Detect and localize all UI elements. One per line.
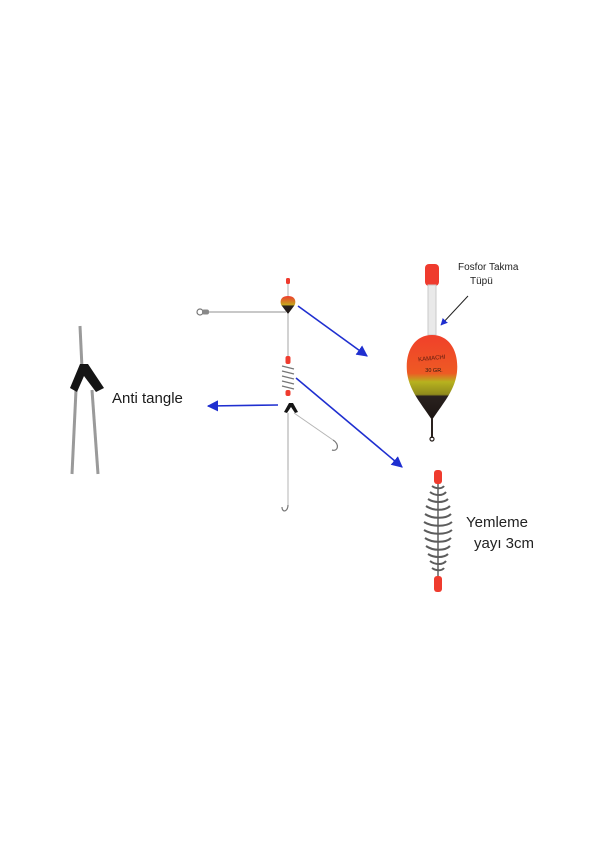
feeder-spring-label-line2: yayı 3cm: [474, 535, 535, 552]
swivel-icon: [196, 308, 209, 316]
anti-tangle-wire-top: [78, 325, 84, 369]
float-antenna: [427, 284, 437, 336]
spring-top-cap: [434, 470, 442, 484]
large-float: KAMACHI 30 GR.: [406, 264, 458, 442]
rig-float-tip: [286, 278, 290, 284]
feeder-spring: [423, 470, 453, 592]
spring-coil-icon: [423, 485, 453, 572]
rig-spring-cap-top: [285, 356, 291, 364]
rig-spring-coil: [281, 365, 295, 390]
rig-float-body: [280, 296, 296, 314]
anti-tangle-label: Anti tangle: [112, 390, 183, 407]
rig-hook-link: [293, 412, 334, 441]
arrow-to-spring: [295, 377, 403, 468]
phosphor-tube-label-line2: Tüpü: [470, 276, 493, 287]
assembled-rig: [196, 278, 338, 512]
pointer-to-phosphor-tube: [440, 295, 469, 326]
rig-anti-tangle: [284, 403, 298, 413]
arrow-to-float: [297, 305, 368, 357]
anti-tangle-wire-right: [90, 389, 100, 475]
anti-tangle-wire-left: [70, 389, 78, 475]
rig-hook-2: [281, 504, 289, 512]
float-eye: [429, 436, 435, 442]
anti-tangle-boom: [70, 364, 104, 392]
float-weight-text: 30 GR.: [425, 368, 443, 374]
feeder-spring-label-line1: Yemleme: [466, 514, 528, 531]
rig-spring-cap-bottom: [285, 390, 291, 396]
spring-bottom-cap: [434, 576, 442, 592]
phosphor-tube-label-line1: Fosfor Takma: [458, 262, 519, 273]
phosphor-tube-icon: [425, 264, 439, 286]
arrow-to-anti-tangle: [206, 400, 279, 412]
float-body: [406, 335, 458, 420]
rig-hook-1: [331, 439, 338, 451]
anti-tangle-sleeve: [70, 325, 104, 475]
float-brand-text: KAMACHI: [418, 355, 446, 364]
